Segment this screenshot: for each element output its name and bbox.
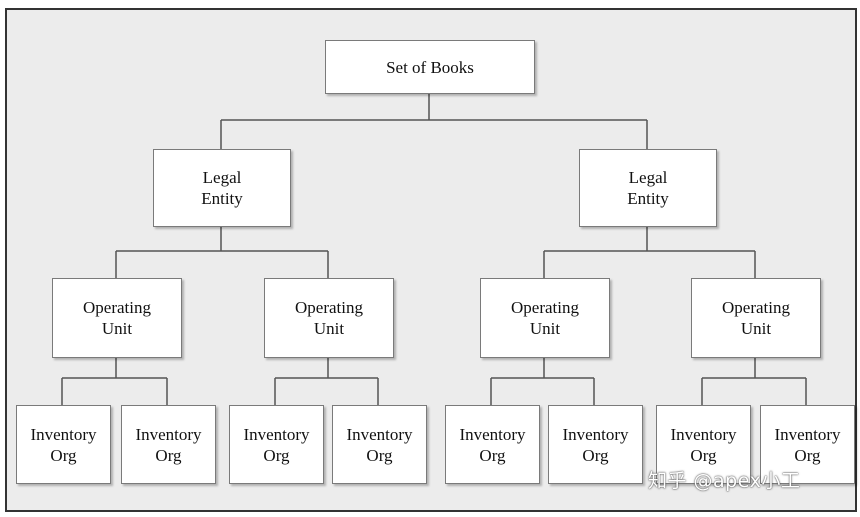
inventory-org-label: Inventory Org <box>774 424 841 465</box>
inventory-org-node: Inventory Org <box>760 405 855 484</box>
operating-unit-label: Operating Unit <box>295 298 363 338</box>
operating-unit-label: Operating Unit <box>83 298 151 338</box>
inventory-org-label: Inventory Org <box>30 424 97 465</box>
legal-entity-node: Legal Entity <box>579 149 717 227</box>
operating-unit-label: Operating Unit <box>511 298 579 338</box>
set-of-books-label: Set of Books <box>386 57 474 77</box>
legal-entity-node: Legal Entity <box>153 149 291 227</box>
legal-entity-label: Legal Entity <box>201 168 243 208</box>
inventory-org-label: Inventory Org <box>670 424 737 465</box>
connector-lines <box>61 92 807 405</box>
operating-unit-node: Operating Unit <box>264 278 394 358</box>
org-hierarchy-diagram: Set of Books Legal Entity Legal Entity O… <box>5 8 857 512</box>
watermark: 知乎 @apex小工 <box>648 470 801 492</box>
inventory-org-node: Inventory Org <box>445 405 540 484</box>
inventory-org-node: Inventory Org <box>16 405 111 484</box>
set-of-books-node: Set of Books <box>325 40 535 94</box>
inventory-org-node: Inventory Org <box>229 405 324 484</box>
inventory-org-label: Inventory Org <box>562 424 629 465</box>
inventory-org-label: Inventory Org <box>459 424 526 465</box>
operating-unit-label: Operating Unit <box>722 298 790 338</box>
inventory-org-node: Inventory Org <box>656 405 751 484</box>
inventory-org-node: Inventory Org <box>332 405 427 484</box>
inventory-org-label: Inventory Org <box>243 424 310 465</box>
operating-unit-node: Operating Unit <box>52 278 182 358</box>
inventory-org-node: Inventory Org <box>121 405 216 484</box>
operating-unit-node: Operating Unit <box>691 278 821 358</box>
operating-unit-node: Operating Unit <box>480 278 610 358</box>
inventory-org-label: Inventory Org <box>135 424 202 465</box>
legal-entity-label: Legal Entity <box>627 168 669 208</box>
inventory-org-label: Inventory Org <box>346 424 413 465</box>
inventory-org-node: Inventory Org <box>548 405 643 484</box>
